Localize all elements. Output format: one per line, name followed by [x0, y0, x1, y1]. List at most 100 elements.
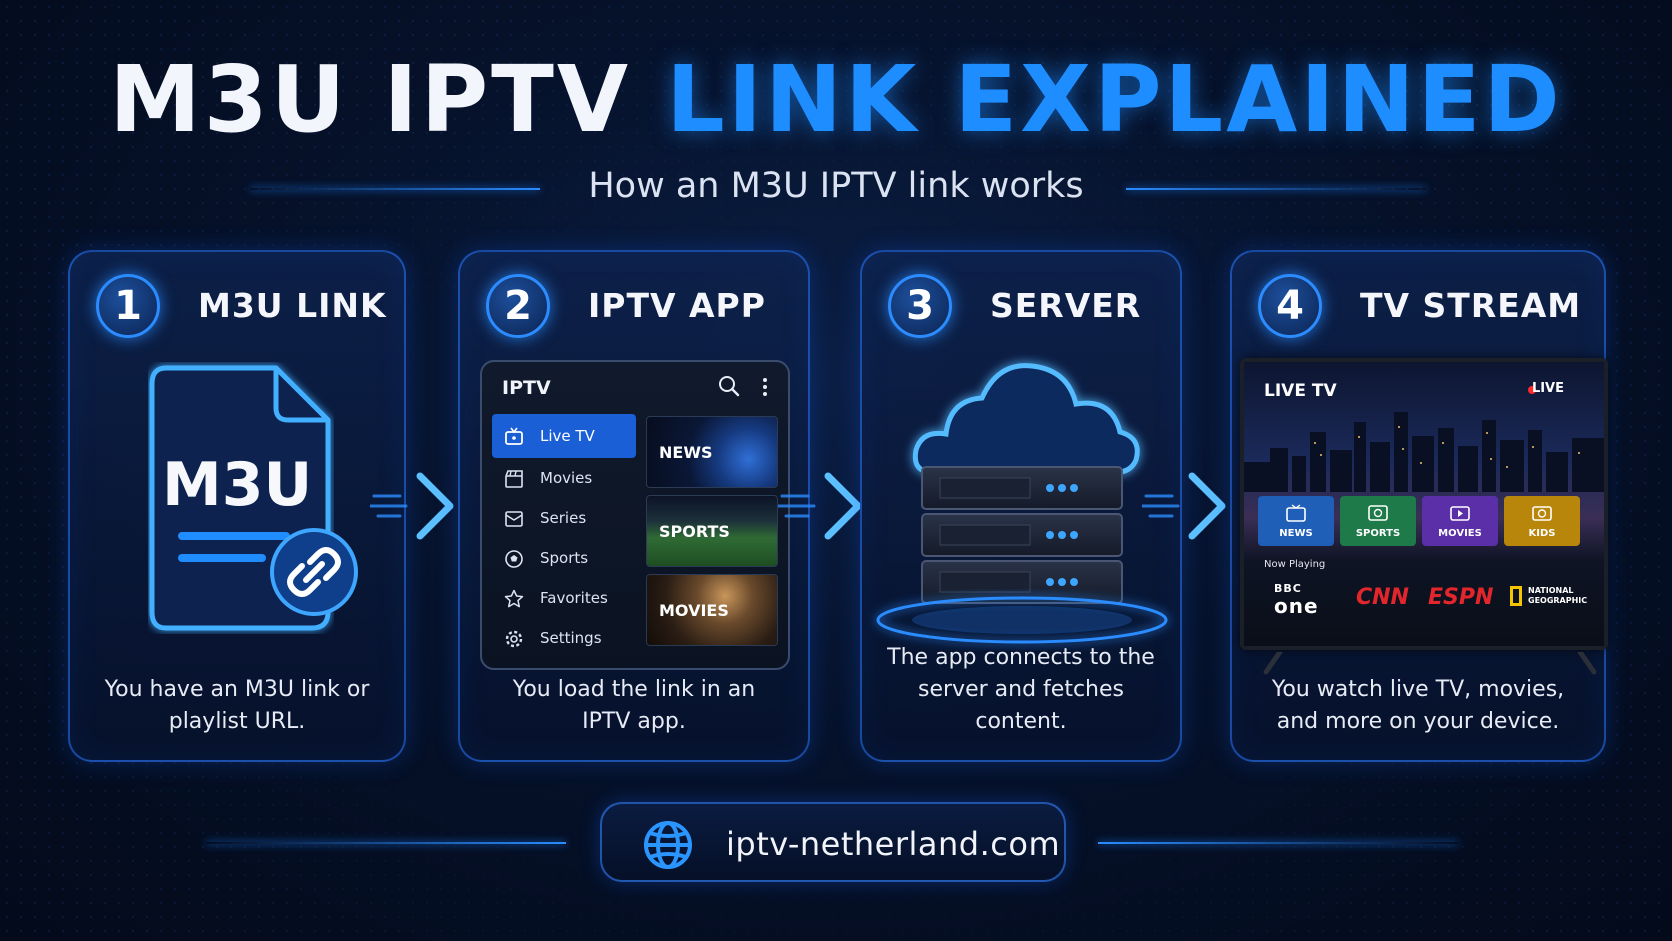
step-card-iptv-app: 2 IPTV APP IPTV Live TV Movies Series — [458, 250, 810, 762]
natgeo-logo[interactable]: NATIONAL GEOGRAPHIC — [1510, 586, 1587, 606]
subtitle-left-line — [250, 188, 540, 190]
footer-right-line — [1098, 842, 1458, 844]
tile-movies[interactable]: MOVIES — [646, 574, 778, 646]
iptv-app-mockup: IPTV Live TV Movies Series Sports — [480, 360, 790, 670]
file-label: M3U — [162, 450, 313, 520]
category-label: KIDS — [1528, 528, 1556, 539]
description-line: server and fetches content. — [918, 677, 1124, 734]
step-description: You load the link in an IPTV app. — [470, 674, 798, 738]
step-number-badge: 1 — [96, 274, 160, 338]
description-line: IPTV app. — [582, 709, 686, 734]
chain-link-icon — [270, 528, 358, 616]
search-icon[interactable] — [718, 375, 740, 397]
category-news[interactable]: NEWS — [1258, 496, 1334, 546]
tv-stand — [1263, 652, 1597, 675]
city-skyline-image — [1244, 412, 1604, 492]
natgeo-logo-text: NATIONAL — [1528, 586, 1574, 595]
website-url: iptv-netherland.com — [726, 825, 1061, 863]
menu-item-settings[interactable]: Settings — [492, 618, 636, 658]
menu-item-movies[interactable]: Movies — [492, 458, 636, 498]
series-icon — [505, 511, 523, 527]
espn-logo[interactable]: ESPN — [1428, 585, 1494, 610]
menu-item-label: Movies — [540, 469, 593, 487]
arrow-right-icon — [778, 472, 862, 540]
step-title: SERVER — [990, 286, 1142, 325]
tv-icon — [1286, 504, 1306, 522]
bbc-one-logo[interactable]: BBC one — [1274, 582, 1319, 616]
cnn-logo[interactable]: CNN — [1356, 585, 1409, 610]
one-logo-text: one — [1274, 594, 1319, 618]
menu-item-label: Sports — [540, 549, 589, 567]
description-line: playlist URL. — [168, 709, 306, 734]
step-card-m3u-link: 1 M3U LINK M3U You have an M3U link or p… — [68, 250, 406, 762]
tile-label: NEWS — [659, 443, 713, 462]
step-title: TV STREAM — [1360, 286, 1582, 325]
menu-item-label: Live TV — [540, 427, 595, 445]
globe-icon — [644, 821, 692, 869]
menu-item-label: Series — [540, 509, 587, 527]
step-card-server: 3 SERVER The app connects to the serv — [860, 250, 1182, 762]
tv-live-tv-label: LIVE TV — [1264, 381, 1337, 401]
now-playing-label: Now Playing — [1264, 559, 1326, 570]
tile-news[interactable]: NEWS — [646, 416, 778, 488]
description-line: The app connects to the — [887, 645, 1155, 670]
description-line: You load the link in an — [512, 677, 756, 702]
cloud-server-icon — [876, 363, 1168, 644]
subtitle-right-line — [1126, 188, 1426, 190]
soccer-ball-icon — [505, 550, 523, 568]
description-line: You watch live TV, movies, — [1271, 677, 1565, 702]
gear-icon — [505, 630, 523, 648]
play-icon — [1450, 506, 1470, 521]
more-options-icon[interactable] — [762, 377, 768, 397]
arrow-right-icon — [1142, 472, 1226, 540]
description-line: and more on your device. — [1276, 709, 1560, 734]
category-label: MOVIES — [1438, 528, 1482, 539]
step-number-badge: 4 — [1258, 274, 1322, 338]
sports-icon — [1368, 505, 1388, 521]
menu-item-label: Settings — [540, 629, 602, 647]
channel-logos: BBC one CNN ESPN NATIONAL GEOGRAPHIC — [1260, 582, 1590, 622]
tv-icon — [505, 427, 523, 445]
menu-item-series[interactable]: Series — [492, 498, 636, 538]
tv-live-badge: LIVE — [1531, 381, 1564, 396]
live-dot-icon — [1528, 386, 1536, 394]
menu-item-favorites[interactable]: Favorites — [492, 578, 636, 618]
tile-label: MOVIES — [659, 601, 729, 620]
content-tiles: NEWS SPORTS MOVIES — [646, 416, 778, 653]
tv-screen: LIVE TV LIVE NEWS SPORTS MOVIES K — [1244, 362, 1604, 646]
natgeo-frame-icon — [1510, 586, 1522, 606]
step-title: M3U LINK — [198, 286, 387, 325]
tile-sports[interactable]: SPORTS — [646, 495, 778, 567]
tile-label: SPORTS — [659, 522, 730, 541]
website-badge[interactable]: iptv-netherland.com — [600, 802, 1066, 882]
page-title: M3U IPTV LINK EXPLAINED — [0, 44, 1672, 156]
step-description: The app connects to the server and fetch… — [872, 642, 1170, 738]
star-icon — [504, 589, 524, 608]
step-title: IPTV APP — [588, 286, 766, 325]
app-title: IPTV — [502, 377, 551, 399]
category-kids[interactable]: KIDS — [1504, 496, 1580, 546]
kids-icon — [1532, 506, 1552, 521]
menu-item-live-tv[interactable]: Live TV — [492, 414, 636, 458]
category-sports[interactable]: SPORTS — [1340, 496, 1416, 546]
step-description: You watch live TV, movies, and more on y… — [1242, 674, 1594, 738]
description-line: You have an M3U link or — [104, 677, 370, 702]
page-subtitle: How an M3U IPTV link works — [588, 166, 1084, 206]
category-label: SPORTS — [1355, 528, 1401, 539]
footer-left-line — [206, 842, 566, 844]
tv-category-row: NEWS SPORTS MOVIES KIDS — [1258, 496, 1598, 548]
step-number-badge: 3 — [888, 274, 952, 338]
title-blue-part: LINK EXPLAINED — [666, 46, 1563, 153]
step-description: You have an M3U link or playlist URL. — [80, 674, 394, 738]
tv-screen-mockup: LIVE TV LIVE NEWS SPORTS MOVIES K — [1240, 358, 1608, 650]
menu-item-sports[interactable]: Sports — [492, 538, 636, 578]
step-card-tv-stream: 4 TV STREAM LIVE TV — [1230, 250, 1608, 762]
menu-item-label: Favorites — [540, 589, 608, 607]
category-movies[interactable]: MOVIES — [1422, 496, 1498, 546]
natgeo-logo-text: GEOGRAPHIC — [1528, 596, 1588, 605]
title-white-part: M3U IPTV — [109, 46, 632, 153]
arrow-right-icon — [370, 472, 454, 540]
app-sidebar-menu: Live TV Movies Series Sports Favorites S… — [492, 414, 636, 658]
bbc-logo-text: BBC — [1274, 582, 1302, 595]
step-number-badge: 2 — [486, 274, 550, 338]
